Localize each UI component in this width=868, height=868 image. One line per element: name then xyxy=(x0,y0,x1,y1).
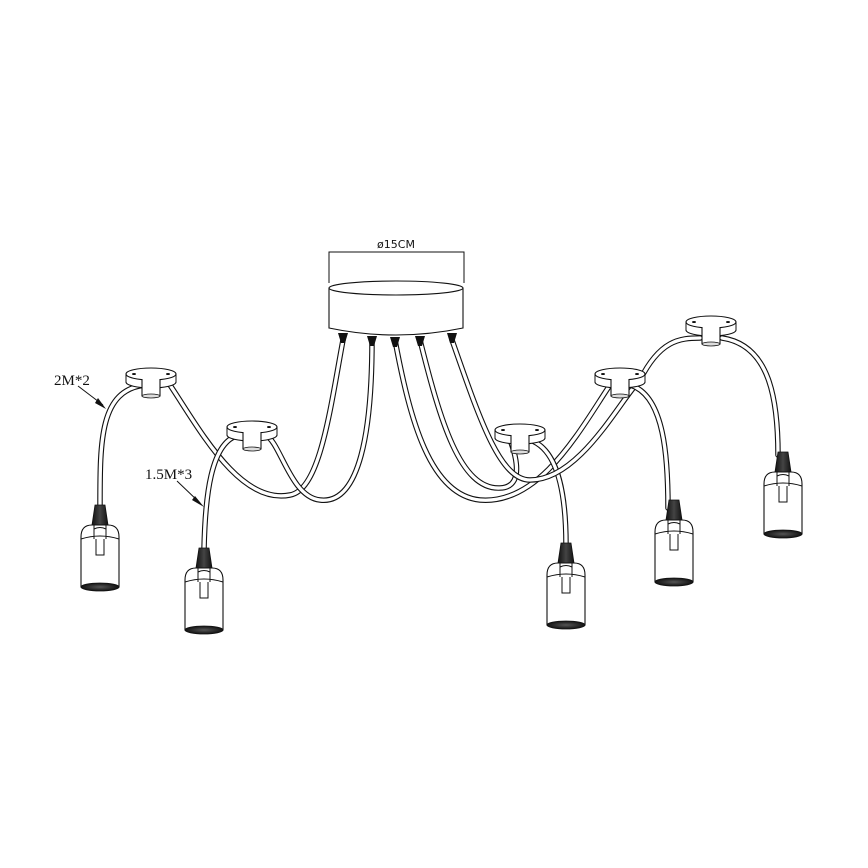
arrow-icon xyxy=(95,398,106,409)
arrow-icon xyxy=(192,496,204,507)
canopy-dimension-label: ø15CM xyxy=(377,238,415,251)
ceiling-canopy xyxy=(328,280,464,347)
lamp-holder-icon xyxy=(546,542,586,630)
lamp-holder-icon xyxy=(184,547,224,635)
annotation-label: 1.5M*3 xyxy=(145,467,192,483)
hook-icon xyxy=(494,423,546,455)
cable-length-annotation-short: 1.5M*3 xyxy=(145,467,204,507)
annotation-label: 2M*2 xyxy=(54,373,90,389)
hook-icon xyxy=(125,367,177,399)
lamp-holder-icon xyxy=(80,504,120,592)
canopy-outlets xyxy=(338,333,457,347)
lamp-holder-icon xyxy=(654,499,694,587)
canopy-dimension: ø15CM xyxy=(328,238,465,283)
cable-length-annotation-long: 2M*2 xyxy=(54,373,106,409)
cables xyxy=(97,335,781,553)
hook-icon xyxy=(226,420,278,452)
lamp-holder-icon xyxy=(763,451,803,539)
